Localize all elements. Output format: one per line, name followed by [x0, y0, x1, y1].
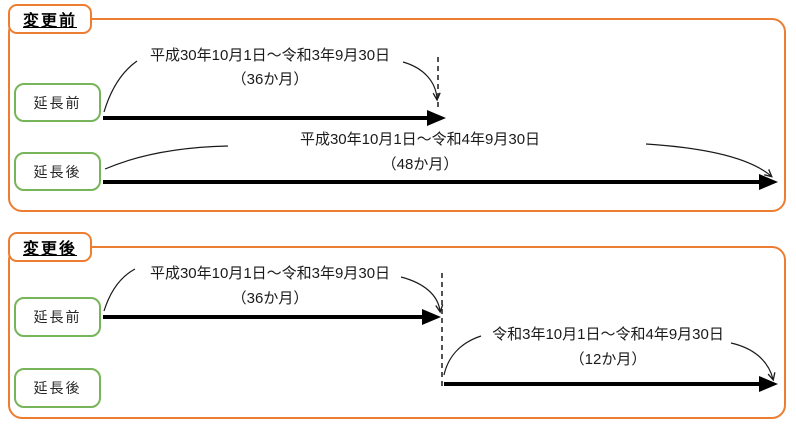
period-text-bottom-row2: 令和3年10月1日～令和4年9月30日: [492, 326, 724, 343]
before-change-panel: [8, 18, 786, 212]
after-extension-label-top: 延長後: [14, 152, 101, 191]
period-text-bottom-row1: 平成30年10月1日～令和3年9月30日: [149, 265, 391, 282]
duration-text-bottom-row2: （12か月）: [569, 351, 647, 368]
pointer-curve-top-row2: [645, 143, 773, 178]
leader-curve-top-row2: [104, 145, 229, 170]
pointer-curve-bottom-row2: [730, 342, 776, 382]
timeline-arrowhead-bottom-row1: [422, 309, 441, 325]
before-extension-label-top: 延長前: [14, 83, 101, 122]
timeline-arrowhead-top-row2: [759, 174, 778, 190]
period-text-top-row2: 平成30年10月1日～令和4年9月30日: [299, 131, 541, 148]
pointer-curve-top-row1: [402, 61, 441, 102]
duration-text-top-row2: （48か月）: [381, 156, 459, 173]
duration-text-bottom-row1: （36か月）: [231, 290, 309, 307]
leader-curve-bottom-row2: [443, 335, 482, 376]
period-text-top-row1: 平成30年10月1日～令和3年9月30日: [149, 47, 391, 64]
after-change-title: 変更後: [8, 232, 92, 262]
before-extension-label-bottom: 延長前: [14, 297, 101, 337]
leader-curve-top-row1: [103, 60, 138, 113]
before-change-title: 変更前: [8, 4, 92, 34]
timeline-arrowhead-top-row1: [427, 110, 446, 126]
after-change-panel: [8, 246, 786, 419]
timeline-arrowhead-bottom-row2: [759, 376, 778, 392]
duration-text-top-row1: （36か月）: [231, 71, 309, 88]
after-extension-label-bottom: 延長後: [14, 368, 101, 408]
leader-curve-bottom-row1: [103, 268, 136, 312]
pointer-curve-bottom-row1: [400, 276, 444, 314]
